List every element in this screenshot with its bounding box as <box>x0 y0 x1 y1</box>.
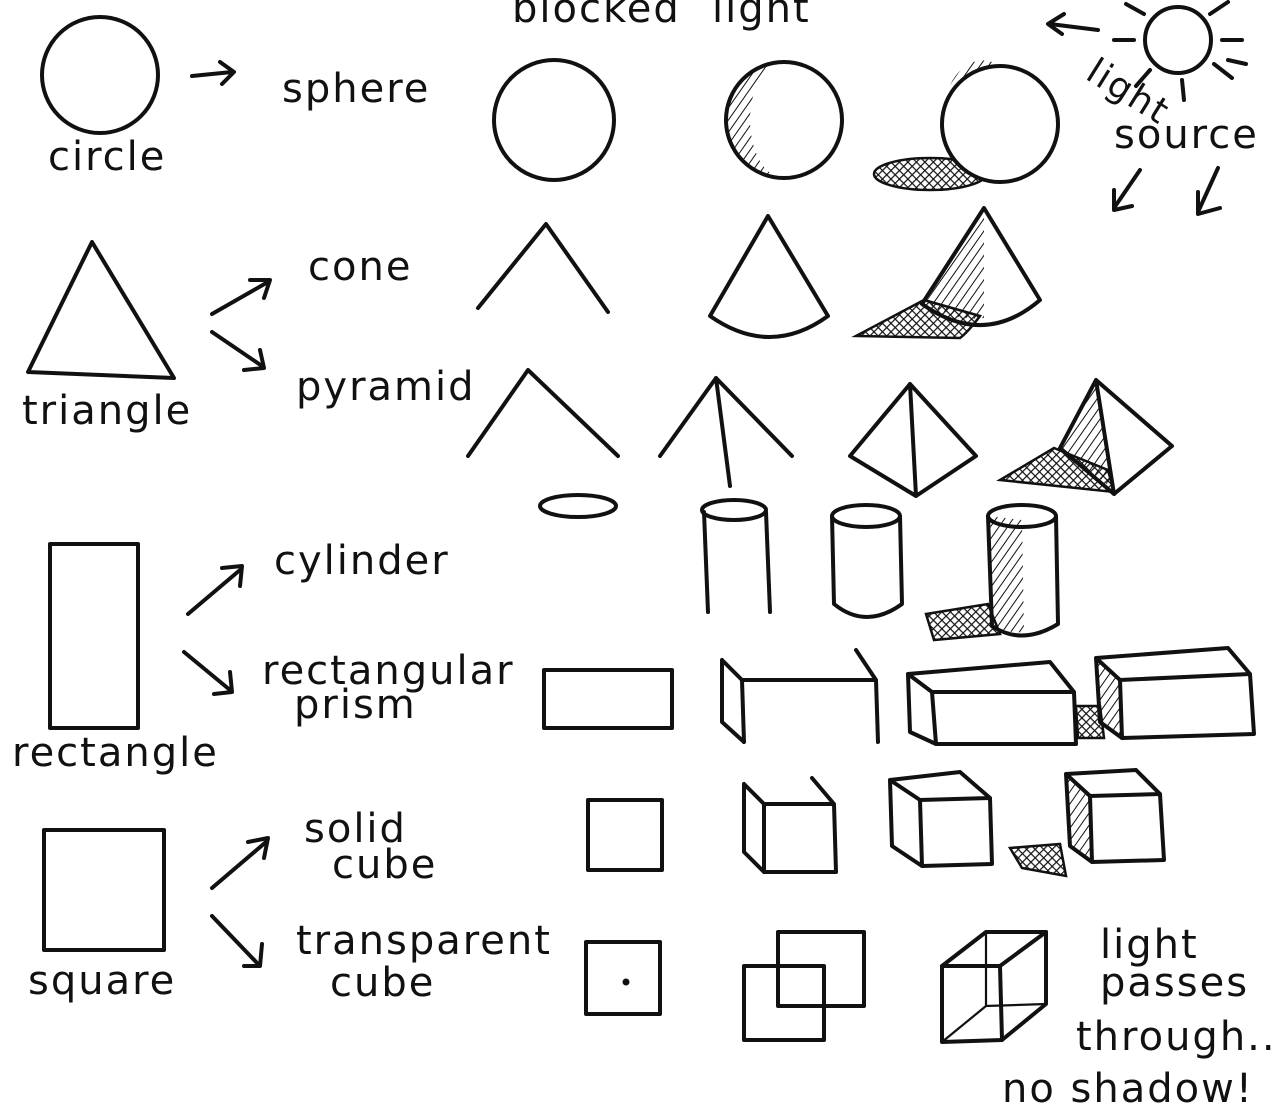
circle-shape <box>42 17 158 133</box>
light-arrow-down-left-icon <box>1114 170 1140 210</box>
pyramid-solid <box>850 384 976 496</box>
rectangle-label: rectangle <box>12 730 219 776</box>
rectangular-prism-frame <box>722 650 878 742</box>
sphere-shaded <box>726 62 842 178</box>
cone-with-shadow <box>856 208 1040 338</box>
arrow-right-icon <box>192 62 234 84</box>
arrow-up-right-icon <box>188 566 242 614</box>
sphere-label: sphere <box>282 66 430 112</box>
note-line-2: passes <box>1100 960 1249 1006</box>
overlapping-squares <box>744 932 864 1040</box>
pyramid-frame <box>660 378 792 486</box>
transparent-cube <box>942 932 1046 1042</box>
note-line-4: no shadow! <box>1002 1066 1254 1110</box>
no-shadow-note: light passes through... no shadow! <box>1002 922 1274 1110</box>
rectangular-prism-with-shadow <box>1076 648 1254 738</box>
cone-outline <box>478 224 608 312</box>
cylinder-solid <box>832 505 902 617</box>
header-light: light <box>712 0 811 32</box>
square-label: square <box>28 958 176 1004</box>
transparent-cube-label-2: cube <box>330 960 435 1006</box>
cylinder-with-shadow <box>926 505 1058 640</box>
transparent-cube-label-1: transparent <box>296 918 552 964</box>
light-arrow-left-icon <box>1048 14 1098 34</box>
pyramid-outline <box>468 370 618 456</box>
rectangular-prism-label-2: prism <box>294 682 417 728</box>
square-with-center-point <box>586 942 660 1014</box>
square-shape <box>44 830 164 950</box>
note-line-3: through... <box>1076 1014 1274 1060</box>
rectangular-prism-solid <box>908 662 1076 744</box>
pyramid-with-shadow <box>1000 380 1172 494</box>
cube-with-shadow <box>1010 770 1164 876</box>
circle-label: circle <box>48 134 166 180</box>
header-blocked: blocked <box>512 0 681 32</box>
arrow-up-right-icon <box>212 280 270 314</box>
cone-label: cone <box>308 244 412 290</box>
arrow-down-right-icon <box>184 652 232 694</box>
triangle-shape <box>28 242 174 378</box>
arrow-down-right-icon <box>212 916 262 966</box>
cube-frame <box>744 778 836 872</box>
light-arrow-down-icon <box>1198 168 1220 214</box>
solid-cube-label-2: cube <box>332 842 437 888</box>
cone-solid <box>710 216 828 337</box>
cylinder-label: cylinder <box>274 538 450 584</box>
triangle-label: triangle <box>22 388 192 434</box>
pyramid-label: pyramid <box>296 364 476 410</box>
arrow-down-right-icon <box>212 332 264 370</box>
arrow-up-right-icon <box>212 838 268 888</box>
square-outline <box>588 800 662 870</box>
cube-solid <box>890 772 992 866</box>
sphere-with-shadow <box>874 60 1058 190</box>
light-source-label-source: source <box>1114 112 1259 158</box>
rectangle-outline <box>544 670 672 728</box>
rectangle-shape <box>50 544 138 728</box>
sphere-outline <box>494 60 614 180</box>
cylinder-top-ellipse <box>540 495 616 517</box>
cylinder-frame <box>702 500 770 612</box>
